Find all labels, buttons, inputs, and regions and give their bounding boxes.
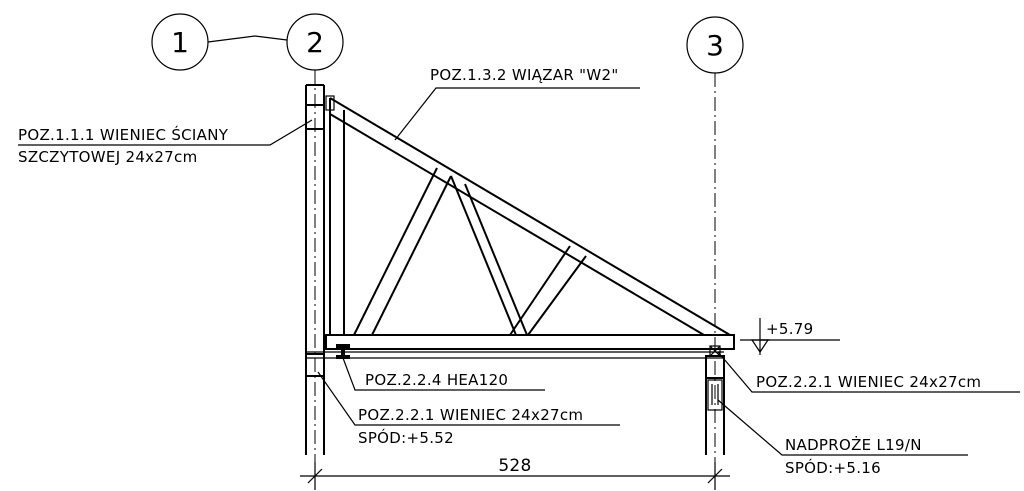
lintel — [707, 379, 723, 411]
gable-ring-label-1: POZ.1.1.1 WIENIEC ŚCIANY — [18, 125, 229, 144]
grid-label-3: 3 — [706, 29, 724, 62]
ring-left-label-1: POZ.2.2.1 WIENIEC 24x27cm — [358, 406, 583, 424]
support-plate — [709, 345, 721, 357]
gable-ring-beam — [305, 104, 325, 130]
hea120-beam — [336, 344, 350, 359]
ring-right-label: POZ.2.2.1 WIENIEC 24x27cm — [756, 373, 981, 391]
bubble-connector — [207, 35, 256, 43]
hea-label: POZ.2.2.4 HEA120 — [365, 371, 508, 389]
truss-w2 — [325, 95, 735, 350]
ring-right-leader — [717, 351, 1020, 393]
grid-label-1: 1 — [171, 26, 189, 59]
gable-ring-leader — [18, 119, 313, 146]
ring-beam-left — [305, 353, 325, 377]
diagonal-3 — [509, 245, 571, 336]
bottom-chord — [325, 334, 735, 350]
grid-bubble-2: 2 — [286, 13, 344, 71]
hea-leader — [342, 357, 545, 391]
lintel-label-1: NADPROŻE L19/N — [785, 435, 922, 454]
grid-label-2: 2 — [306, 26, 324, 59]
left-wall — [305, 84, 325, 455]
gable-ring-label-2: SZCZYTOWEJ 24x27cm — [18, 148, 198, 166]
ring-left-label-2: SPÓD:+5.52 — [358, 428, 454, 447]
dimension-text: 528 — [498, 456, 531, 476]
lintel-label-2: SPÓD:+5.16 — [785, 458, 881, 477]
diagonal-2 — [450, 175, 517, 336]
grid-bubble-3: 3 — [686, 16, 744, 74]
dimension-528: 528 — [300, 456, 730, 490]
diagonal-1 — [353, 167, 438, 336]
grid-bubble-1: 1 — [151, 13, 209, 71]
lintel-leader — [717, 399, 968, 456]
truss-leader — [394, 87, 640, 141]
level-text: +5.79 — [766, 320, 813, 338]
level-marker: +5.79 — [740, 318, 840, 355]
ring-left-leader — [317, 371, 620, 426]
truss-label: POZ.1.3.2 WIĄZAR "W2" — [430, 66, 619, 84]
